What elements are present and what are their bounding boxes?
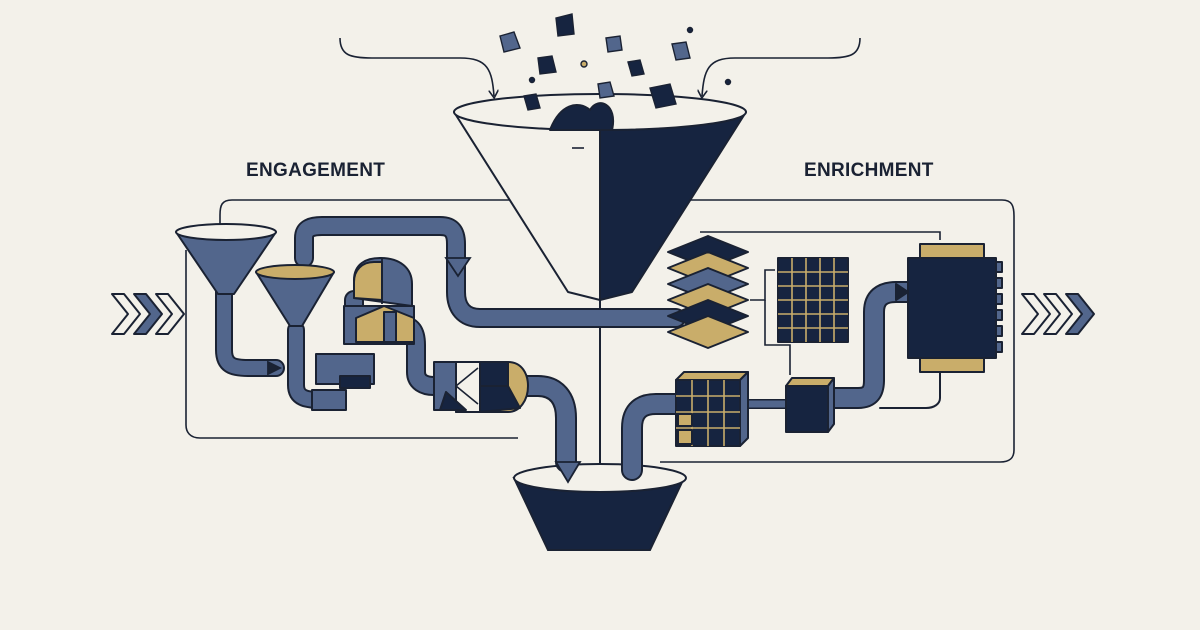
left-frame-top [219,199,520,232]
engagement-machines [175,223,529,413]
layers-to-grid [750,269,775,301]
right-inner-top [700,231,941,240]
flow-arrows-left [267,257,582,484]
input-arrow-right [702,37,861,96]
enrichment-pipes [621,281,941,481]
chevrons-right [1021,293,1095,335]
grid-to-cube [764,300,791,375]
enrichment-label: ENRICHMENT [804,160,934,181]
chevrons-left [111,293,185,335]
collector-bowl [512,463,687,551]
right-frame [660,199,1015,463]
left-frame-bottom [185,250,518,439]
enrichment-machines [667,235,1003,447]
guide-lines [185,37,1015,463]
input-arrow-left [339,37,494,96]
debris-pieces [499,13,732,111]
engagement-label: ENGAGEMENT [246,160,386,181]
